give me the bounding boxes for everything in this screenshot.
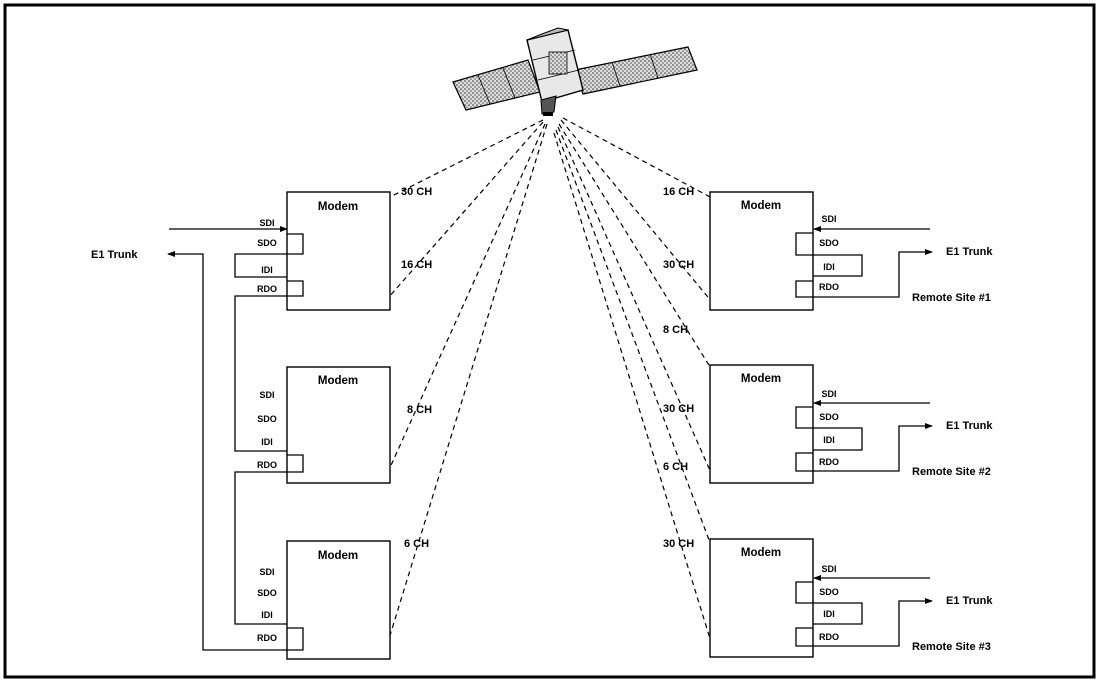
modem-title: Modem bbox=[318, 375, 358, 387]
hub-modem-2: Modem SDI SDO IDI RDO 8 CH bbox=[257, 366, 432, 484]
remote-site-2: Modem SDI SDO IDI RDO 8 CH 30 CH 6 CH E1… bbox=[663, 324, 993, 484]
link-r1-16ch bbox=[562, 117, 713, 199]
trunk-out-wire bbox=[167, 251, 304, 651]
port-idi: IDI bbox=[823, 435, 835, 445]
port-rdo: RDO bbox=[819, 282, 839, 292]
link-hub3-6ch bbox=[387, 123, 548, 643]
modem-box bbox=[286, 191, 391, 311]
modem-box bbox=[286, 540, 391, 660]
channel-label: 30 CH bbox=[401, 186, 432, 198]
channel-label: 8 CH bbox=[663, 324, 688, 336]
modem-title: Modem bbox=[741, 373, 781, 385]
modem-title: Modem bbox=[741, 547, 781, 559]
trunk-label: E1 Trunk bbox=[946, 420, 993, 432]
port-sdo: SDO bbox=[819, 412, 839, 422]
port-idi: IDI bbox=[823, 262, 835, 272]
port-sdi: SDI bbox=[821, 389, 836, 399]
link-hub2-8ch bbox=[387, 123, 546, 473]
modem-title: Modem bbox=[741, 200, 781, 212]
link-r2-30ch bbox=[557, 126, 713, 476]
satellite-icon bbox=[452, 27, 698, 116]
port-rdo: RDO bbox=[819, 457, 839, 467]
modem-title: Modem bbox=[318, 201, 358, 213]
site-label: Remote Site #1 bbox=[912, 292, 991, 304]
rf-links bbox=[387, 117, 713, 646]
port-sdi: SDI bbox=[259, 567, 274, 577]
channel-label: 16 CH bbox=[401, 259, 432, 271]
port-rdo: RDO bbox=[257, 460, 277, 470]
site-label: Remote Site #2 bbox=[912, 466, 991, 478]
remote-site-1: Modem SDI SDO IDI RDO 16 CH 30 CH E1 Tru… bbox=[663, 186, 993, 311]
link-hub1-16ch bbox=[387, 121, 544, 299]
link-r1-30ch bbox=[560, 119, 713, 303]
port-idi: IDI bbox=[261, 437, 273, 447]
port-rdo: RDO bbox=[819, 632, 839, 642]
port-sdi: SDI bbox=[259, 390, 274, 400]
port-sdi: SDI bbox=[821, 564, 836, 574]
channel-label: 6 CH bbox=[663, 461, 688, 473]
hub-modem-3: Modem SDI SDO IDI RDO 6 CH bbox=[257, 538, 429, 660]
port-sdo: SDO bbox=[257, 588, 277, 598]
port-sdo: SDO bbox=[257, 414, 277, 424]
channel-label: 6 CH bbox=[404, 538, 429, 550]
link-r3-30ch bbox=[555, 129, 713, 549]
port-idi: IDI bbox=[261, 265, 273, 275]
outer-frame bbox=[3, 3, 1096, 679]
port-sdo: SDO bbox=[819, 587, 839, 597]
hub-modem-1: Modem SDI SDO IDI RDO 30 CH 16 CH bbox=[257, 186, 432, 311]
port-rdo: RDO bbox=[257, 633, 277, 643]
trunk-label: E1 Trunk bbox=[946, 595, 993, 607]
channel-label: 30 CH bbox=[663, 403, 694, 415]
channel-label: 8 CH bbox=[407, 404, 432, 416]
modem-box bbox=[286, 366, 391, 484]
hub-trunk-label: E1 Trunk bbox=[91, 249, 138, 261]
link-r2-6ch bbox=[553, 132, 713, 646]
channel-label: 30 CH bbox=[663, 538, 694, 550]
port-sdo: SDO bbox=[257, 238, 277, 248]
port-sdi: SDI bbox=[259, 218, 274, 228]
port-sdo: SDO bbox=[819, 238, 839, 248]
channel-label: 30 CH bbox=[663, 259, 694, 271]
link-r2-8ch bbox=[558, 123, 713, 371]
link-hub1-30ch bbox=[387, 119, 544, 199]
hub-wiring: E1 Trunk bbox=[91, 226, 304, 651]
port-sdi: SDI bbox=[821, 214, 836, 224]
site-label: Remote Site #3 bbox=[912, 641, 991, 653]
channel-label: 16 CH bbox=[663, 186, 694, 198]
trunk-label: E1 Trunk bbox=[946, 246, 993, 258]
port-idi: IDI bbox=[261, 610, 273, 620]
modem-title: Modem bbox=[318, 550, 358, 562]
port-rdo: RDO bbox=[257, 284, 277, 294]
remote-site-3: Modem SDI SDO IDI RDO 30 CH E1 Trunk Rem… bbox=[663, 538, 993, 658]
port-idi: IDI bbox=[823, 609, 835, 619]
